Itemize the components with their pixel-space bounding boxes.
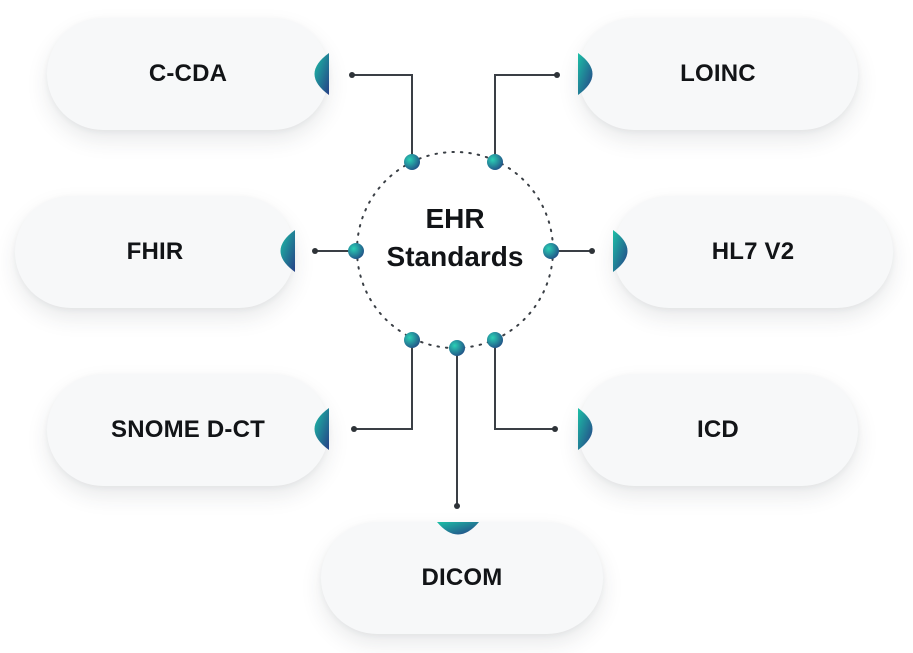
standard-pill-fhir: FHIR bbox=[15, 196, 295, 308]
endpoint-fhir bbox=[312, 248, 318, 254]
ring-node-c-cda bbox=[404, 154, 420, 170]
standard-label-dicom: DICOM bbox=[421, 564, 503, 591]
standard-pill-loinc: LOINC bbox=[578, 18, 858, 130]
center-title-line-1: EHR bbox=[425, 203, 485, 234]
endpoint-c-cda bbox=[349, 72, 355, 78]
center-title-line-2: Standards bbox=[386, 241, 524, 272]
standard-label-fhir: FHIR bbox=[126, 238, 184, 265]
endpoint-icd bbox=[552, 426, 558, 432]
ring-node-icd bbox=[487, 332, 503, 348]
connector-loinc bbox=[494, 74, 557, 162]
standard-label-icd: ICD bbox=[697, 416, 739, 443]
ring-node-loinc bbox=[487, 154, 503, 170]
standard-label-c-cda: C-CDA bbox=[148, 60, 228, 87]
ring-node-dicom bbox=[449, 340, 465, 356]
endpoint-hl7-v2 bbox=[589, 248, 595, 254]
standard-label-loinc: LOINC bbox=[680, 60, 756, 87]
standard-pill-dicom: DICOM bbox=[321, 522, 603, 634]
standard-pill-icd: ICD bbox=[578, 374, 858, 486]
endpoint-snome-d-ct bbox=[351, 426, 357, 432]
ring-node-fhir bbox=[348, 243, 364, 259]
standard-label-hl7-v2: HL7 V2 bbox=[711, 238, 795, 265]
ring-node-hl7-v2 bbox=[543, 243, 559, 259]
center-title: EHR Standards bbox=[355, 200, 555, 276]
connector-snome-d-ct bbox=[354, 340, 413, 430]
ring-node-snome-d-ct bbox=[404, 332, 420, 348]
endpoint-loinc bbox=[554, 72, 560, 78]
connector-icd bbox=[494, 340, 555, 430]
connector-c-cda bbox=[352, 74, 413, 162]
standard-pill-c-cda: C-CDA bbox=[47, 18, 329, 130]
standard-pill-snome-d-ct: SNOME D-CT bbox=[47, 374, 329, 486]
standard-pill-hl7-v2: HL7 V2 bbox=[613, 196, 893, 308]
endpoint-dicom bbox=[454, 503, 460, 509]
standard-label-snome-d-ct: SNOME D-CT bbox=[111, 416, 265, 443]
